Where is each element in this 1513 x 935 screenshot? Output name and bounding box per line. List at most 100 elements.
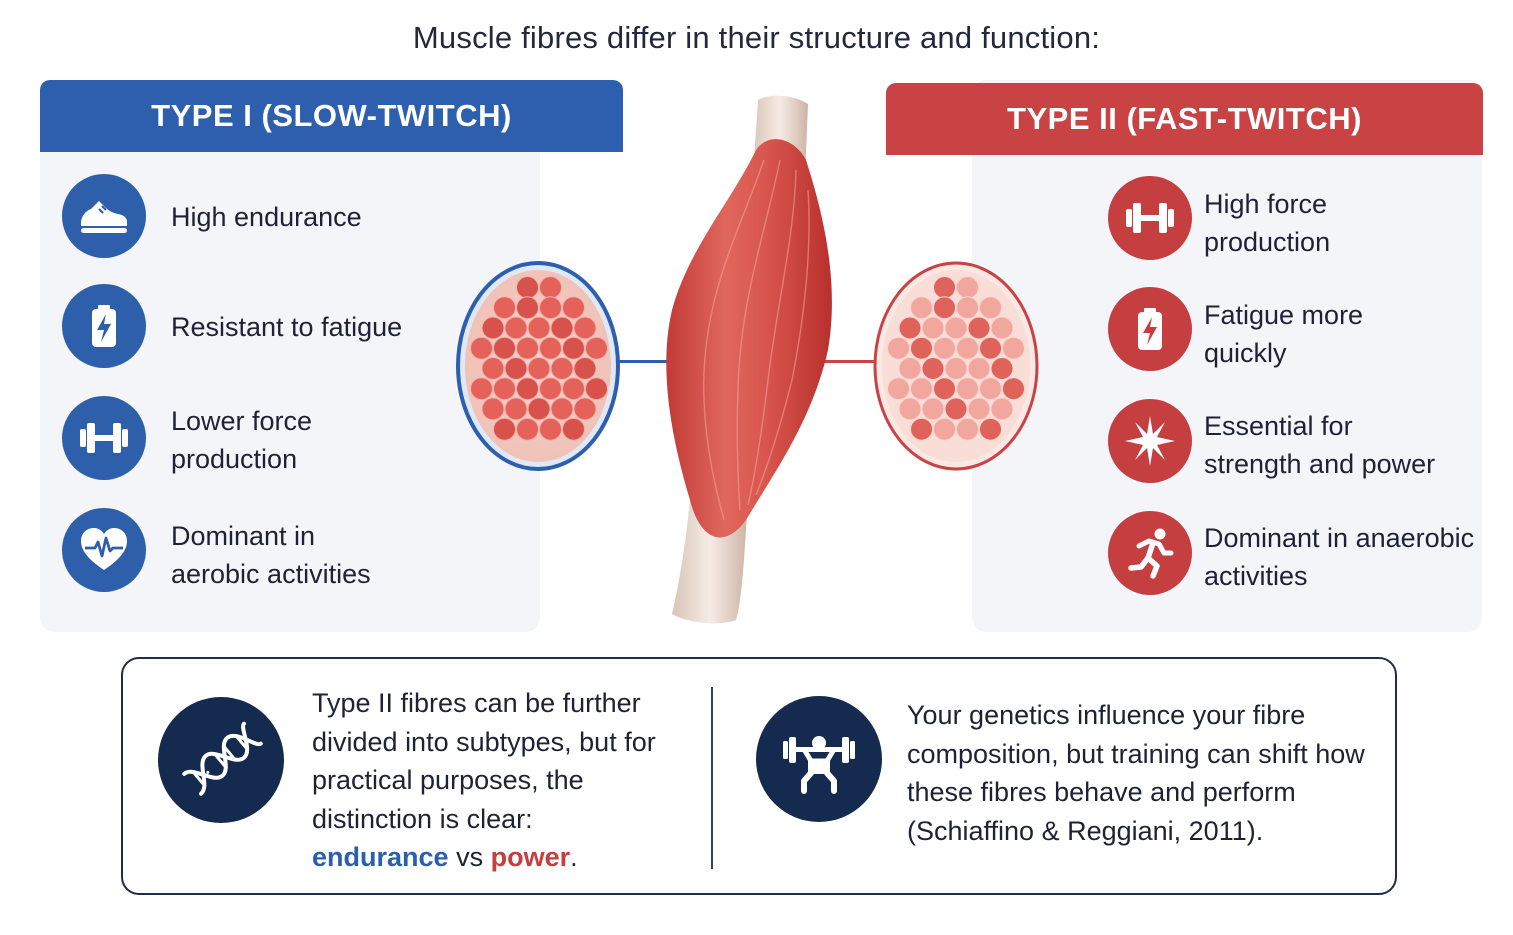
fibre-cell <box>910 296 933 320</box>
fibre-cell <box>470 336 493 360</box>
weightlifter-icon <box>756 696 882 822</box>
fibre-cell <box>887 377 910 401</box>
fibre-cell <box>933 276 956 299</box>
fibre-cell <box>956 336 979 360</box>
fibre-cell <box>504 397 528 421</box>
fibre-cell <box>539 296 562 320</box>
type2-feature-1: High force production <box>1204 189 1331 257</box>
fibre-cell <box>527 397 551 421</box>
keyword-period: . <box>570 842 578 872</box>
fibre-cell <box>539 377 562 401</box>
fibre-cell <box>1002 377 1025 401</box>
fibre-cell <box>933 296 956 320</box>
fibre-cell <box>956 417 979 441</box>
fibre-cell <box>910 336 933 360</box>
type2-panel <box>972 80 1482 632</box>
fibre-cell <box>562 336 585 360</box>
fibre-cell <box>910 377 933 401</box>
fibre-cell <box>539 417 562 441</box>
type2-feature-4: Dominant in anaerobic activities <box>1204 523 1475 591</box>
type1-heading: TYPE I (SLOW-TWITCH) <box>40 80 623 152</box>
fibre-cell <box>481 397 505 421</box>
page-title: Muscle fibres differ in their structure … <box>412 20 1101 55</box>
fibre-cell <box>516 336 539 360</box>
fibre-cell <box>990 357 1014 380</box>
fibre-cell <box>493 377 516 401</box>
fibre-cell <box>470 377 493 401</box>
fibre-cell <box>921 357 945 380</box>
fibre-cell <box>550 357 574 380</box>
fibre-cell <box>504 316 528 340</box>
fibre-cell <box>933 417 956 441</box>
type2-connector <box>820 360 882 363</box>
notes-divider <box>711 687 713 869</box>
fibre-cell <box>956 296 979 320</box>
fibre-cell <box>527 357 551 380</box>
fibre-cell <box>898 357 922 380</box>
fibre-cell <box>933 377 956 401</box>
fibre-cell <box>967 357 991 380</box>
fibre-cell <box>562 296 585 320</box>
dumbbell-icon <box>62 396 146 480</box>
type1-feature-4: Dominant in aerobic activities <box>171 521 371 589</box>
fibre-cell <box>585 377 608 401</box>
fibre-cell <box>944 316 968 340</box>
fibre-cell <box>573 397 597 421</box>
fibre-cell <box>910 417 933 441</box>
fibre-cell <box>887 336 910 360</box>
type1-connector <box>612 360 670 363</box>
fibre-cell <box>562 417 585 441</box>
fibre-cell <box>481 357 505 380</box>
type1-feature-3: Lower force production <box>171 406 313 474</box>
fibre-cell <box>493 296 516 320</box>
type1-feature-1: High endurance <box>171 202 362 232</box>
type2-fibre-cells <box>887 276 1025 441</box>
battery-bolt-icon <box>1108 287 1192 371</box>
fibre-cell <box>493 336 516 360</box>
fibre-cell <box>956 377 979 401</box>
fibre-cell <box>979 377 1002 401</box>
fibre-cell <box>516 417 539 441</box>
fibre-cell <box>956 276 979 299</box>
note-right-text: Your genetics influence your fibre compo… <box>907 700 1365 846</box>
type1-feature-2: Resistant to fatigue <box>171 312 403 342</box>
note-left-text: Type II fibres can be further divided in… <box>312 684 657 877</box>
fibre-cell <box>573 357 597 380</box>
dna-icon <box>158 697 284 823</box>
heart-pulse-icon <box>62 508 146 592</box>
fibre-cell <box>550 316 574 340</box>
type1-fibre-cells <box>470 276 608 441</box>
fibre-cell <box>979 417 1002 441</box>
fibre-cell <box>967 316 991 340</box>
fibre-cell <box>493 417 516 441</box>
fibre-cell <box>1002 336 1025 360</box>
fibre-cell <box>539 276 562 299</box>
fibre-cell <box>527 316 551 340</box>
fibre-cell <box>933 336 956 360</box>
burst-icon <box>1108 399 1192 483</box>
fibre-cell <box>481 316 505 340</box>
note-left-body: Type II fibres can be further divided in… <box>312 688 656 834</box>
dumbbell-icon <box>1108 176 1192 260</box>
running-shoe-icon <box>62 174 146 258</box>
fibre-cell <box>921 397 945 421</box>
fibre-cell <box>539 336 562 360</box>
keyword-vs: vs <box>456 842 484 872</box>
type2-feature-2: Fatigue more quickly <box>1204 300 1364 368</box>
fibre-cell <box>990 397 1014 421</box>
type2-heading: TYPE II (FAST-TWITCH) <box>886 83 1483 155</box>
fibre-cell <box>944 397 968 421</box>
fibre-cell <box>979 336 1002 360</box>
fibre-cell <box>898 316 922 340</box>
fibre-cell <box>944 357 968 380</box>
sprinter-icon <box>1108 511 1192 595</box>
fibre-cell <box>898 397 922 421</box>
fibre-cell <box>516 296 539 320</box>
fibre-cell <box>979 296 1002 320</box>
fibre-cell <box>516 377 539 401</box>
fibre-cell <box>550 397 574 421</box>
keyword-power: power <box>490 842 571 872</box>
keyword-endurance: endurance <box>312 842 449 872</box>
fibre-cell <box>990 316 1014 340</box>
